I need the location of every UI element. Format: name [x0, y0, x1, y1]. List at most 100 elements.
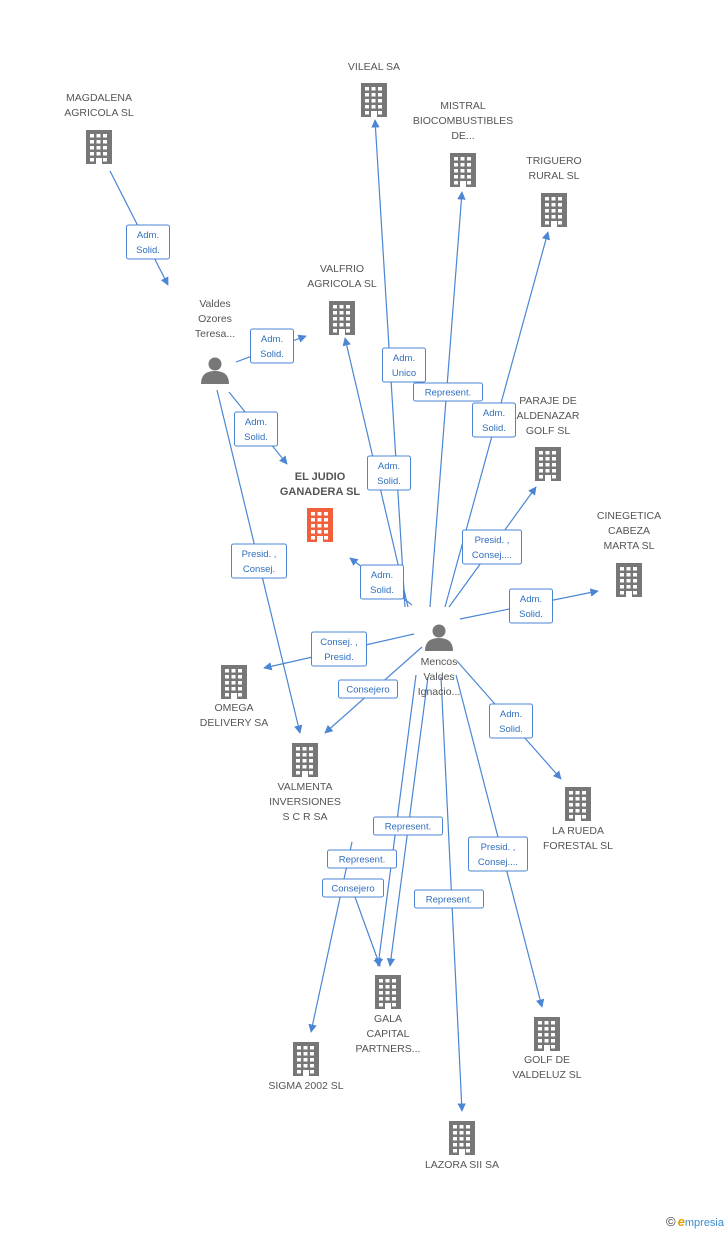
building-icon[interactable]	[221, 665, 247, 699]
company-valmenta-label-line-2: S C R SA	[283, 811, 328, 823]
company-gala-label-line-2: PARTNERS...	[356, 1043, 421, 1055]
relation-label-3[interactable]: Presid. ,Consej.	[231, 543, 287, 579]
edge-17	[350, 885, 382, 967]
person-mencos-label-line-2: Ignacio...	[418, 686, 461, 698]
relation-text: Adm.	[261, 334, 283, 345]
company-valfrio-label-line-1: AGRICOLA SL	[307, 278, 377, 290]
company-triguero-label-line-1: RURAL SL	[529, 170, 580, 182]
relation-label-0[interactable]: Adm.Solid.	[126, 224, 170, 260]
relation-text: Presid. ,	[242, 549, 277, 560]
relation-label-18[interactable]: Represent.	[414, 889, 484, 909]
relation-text: Adm.	[378, 461, 400, 472]
relation-label-9[interactable]: Adm.Solid.	[360, 564, 404, 600]
relation-label-1[interactable]: Adm.Solid.	[250, 328, 294, 364]
company-vileal[interactable]: VILEAL SA	[348, 61, 400, 117]
relation-label-13[interactable]: Adm. Solid.	[489, 703, 533, 739]
company-paraje-label-line-1: ALDENAZAR	[516, 410, 579, 422]
company-gala-label-line-1: CAPITAL	[367, 1028, 410, 1040]
relation-box	[472, 402, 516, 438]
company-lazora[interactable]: LAZORA SII SA	[425, 1121, 499, 1171]
company-paraje-label-line-0: PARAJE DE	[519, 395, 577, 407]
relation-label-7[interactable]: Adm.Solid.	[367, 455, 411, 491]
relation-text: Adm.	[393, 353, 415, 364]
relation-label-14[interactable]: Represent.	[373, 816, 443, 836]
relation-text: Adm.	[245, 417, 267, 428]
brand-name: mpresia	[684, 1217, 724, 1229]
copyright-symbol: ©	[666, 1214, 676, 1229]
building-icon[interactable]	[616, 563, 642, 597]
relation-label-5[interactable]: Represent.	[413, 382, 483, 402]
company-omega-label-line-1: DELIVERY SA	[200, 717, 268, 729]
relation-label-4[interactable]: Adm.Unico	[382, 347, 426, 383]
company-triguero[interactable]: TRIGUERO RURAL SL	[526, 155, 582, 227]
relation-text: Consej. ,	[320, 637, 358, 648]
building-icon[interactable]	[86, 130, 112, 164]
relation-text: Adm.	[520, 594, 542, 605]
relation-label-12[interactable]: Consejero	[338, 679, 398, 699]
relation-label-6[interactable]: Adm.Solid.	[472, 402, 516, 438]
company-vileal-label-line-0: VILEAL SA	[348, 61, 400, 73]
company-eljudio-label-line-1: GANADERA SL	[280, 486, 361, 498]
building-icon[interactable]	[329, 301, 355, 335]
relation-label-8[interactable]: Presid. ,Consej....	[462, 529, 522, 565]
relation-box	[373, 816, 443, 836]
person-icon[interactable]	[201, 357, 229, 385]
person-mencos-label-line-1: Valdes	[423, 671, 454, 683]
relation-label-2[interactable]: Adm.Solid.	[234, 411, 278, 447]
building-icon[interactable]	[293, 1042, 319, 1076]
relation-text: Consej....	[478, 857, 518, 868]
relation-text: Adm.	[500, 709, 522, 720]
building-icon[interactable]	[292, 743, 318, 777]
building-icon[interactable]	[307, 508, 333, 542]
person-valdes-label-line-2: Teresa...	[195, 328, 235, 340]
building-icon[interactable]	[541, 193, 567, 227]
company-sigma-label-line-0: SIGMA 2002 SL	[268, 1080, 343, 1092]
building-icon[interactable]	[449, 1121, 475, 1155]
building-icon[interactable]	[535, 447, 561, 481]
building-icon[interactable]	[450, 153, 476, 187]
relation-box	[462, 529, 522, 565]
company-sigma[interactable]: SIGMA 2002 SL	[268, 1042, 344, 1092]
building-icon[interactable]	[534, 1017, 560, 1051]
person-valdes-label-line-1: Ozores	[198, 313, 232, 325]
relation-box	[413, 382, 483, 402]
person-icon[interactable]	[425, 624, 453, 652]
company-gala[interactable]: GALACAPITALPARTNERS...	[356, 975, 421, 1055]
company-cinegetica-label-line-0: CINEGETICA	[597, 510, 661, 522]
relation-text: Solid.	[370, 585, 394, 596]
brand-e-logo: e	[677, 1214, 685, 1229]
relation-label-11[interactable]: Consej. ,Presid.	[311, 631, 367, 667]
relation-label-15[interactable]: Represent.	[327, 849, 397, 869]
building-icon[interactable]	[375, 975, 401, 1009]
company-lazora-label-line-0: LAZORA SII SA	[425, 1159, 499, 1171]
relation-label-17[interactable]: Presid. ,Consej....	[468, 836, 528, 872]
relation-text: Solid.	[499, 724, 523, 735]
relation-box	[360, 564, 404, 600]
relation-label-16[interactable]: Consejero	[322, 878, 384, 898]
relation-label-10[interactable]: Adm.Solid.	[509, 588, 553, 624]
relation-box	[311, 631, 367, 667]
company-mistral[interactable]: MISTRALBIOCOMBUSTIBLESDE...	[413, 100, 513, 187]
relation-text: Adm.	[483, 408, 505, 419]
company-triguero-label-line-0: TRIGUERO	[526, 155, 581, 167]
building-icon[interactable]	[361, 83, 387, 117]
company-cinegetica-label-line-1: CABEZA	[608, 525, 650, 537]
person-mencos[interactable]: MencosValdesIgnacio...	[418, 624, 461, 699]
company-valmenta-label-line-1: INVERSIONES	[269, 796, 341, 808]
company-mistral-label-line-0: MISTRAL	[440, 100, 486, 112]
company-magdalena-label-line-0: MAGDALENA	[66, 92, 132, 104]
building-icon[interactable]	[565, 787, 591, 821]
person-valdes[interactable]: ValdesOzoresTeresa...	[195, 298, 235, 384]
relation-text: Adm.	[137, 230, 159, 241]
relation-box	[126, 224, 170, 260]
